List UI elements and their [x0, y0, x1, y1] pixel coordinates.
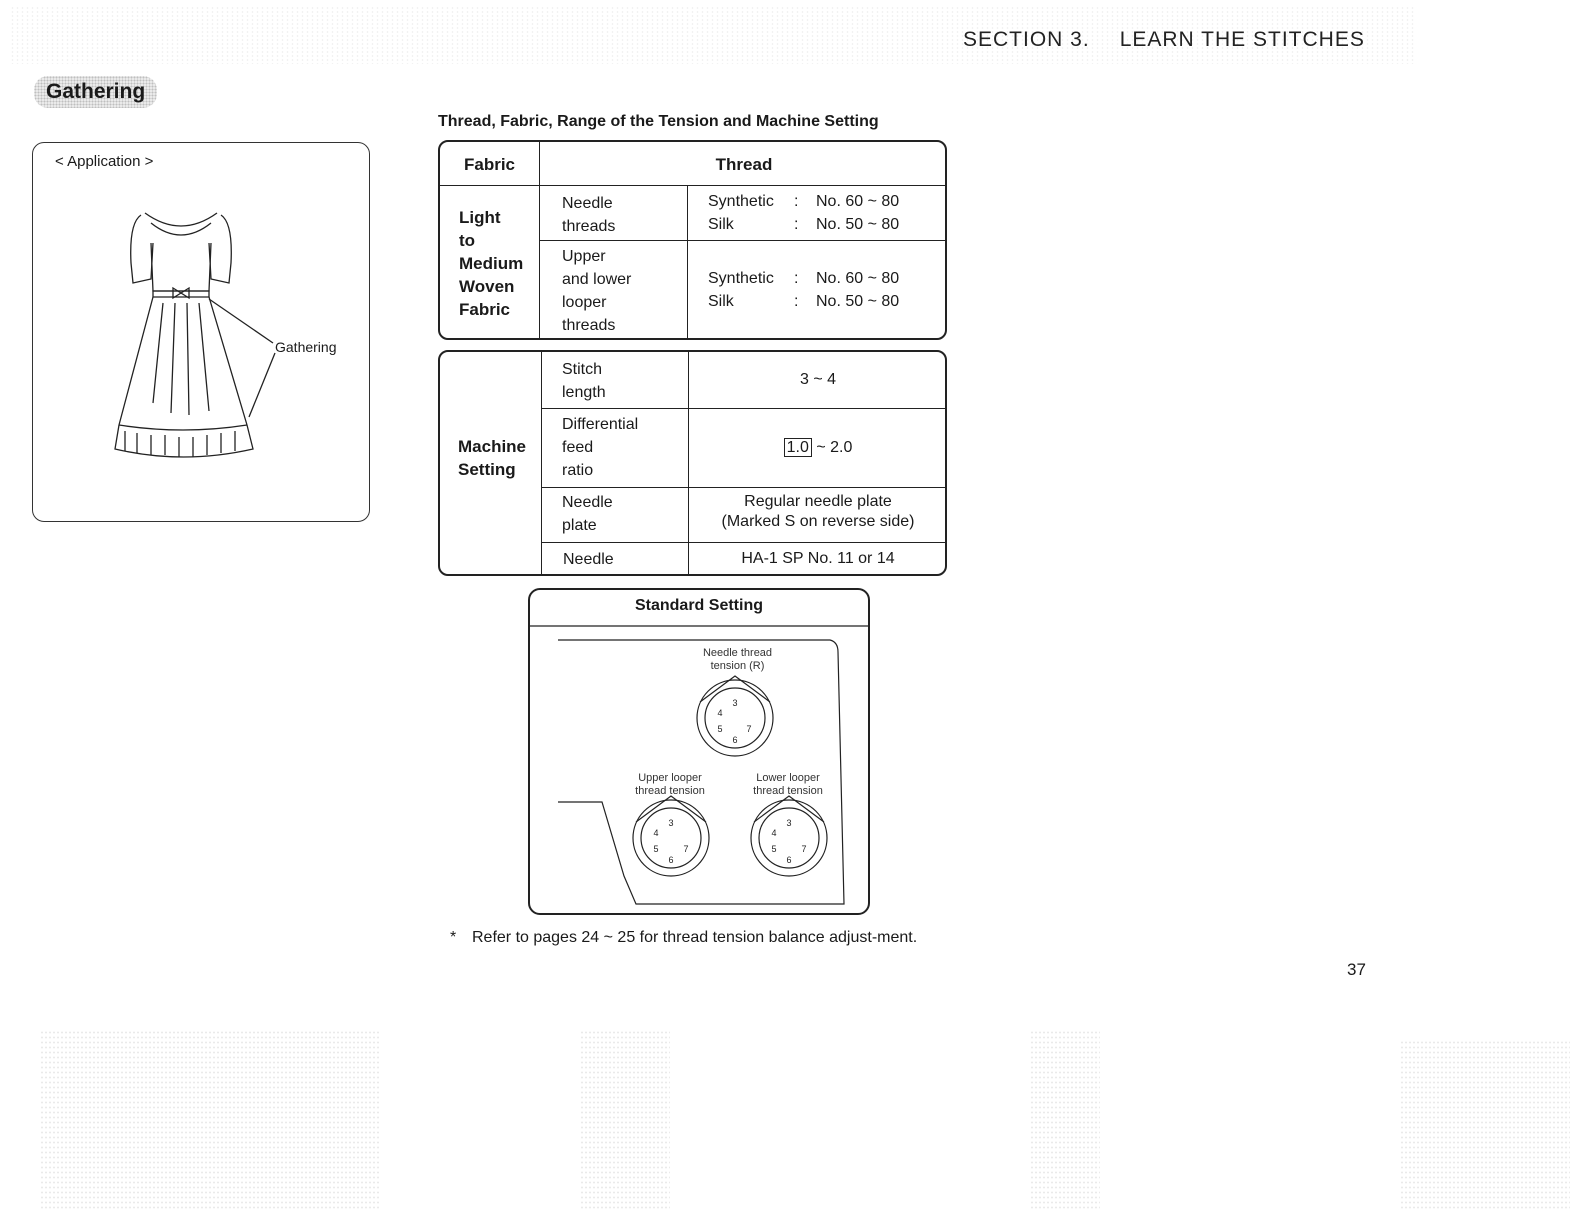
- dial-number: 4: [771, 828, 776, 838]
- scan-speckle: [1400, 1040, 1570, 1210]
- dial-number: 7: [801, 844, 806, 854]
- standard-setting-panel: Standard Setting 3 4 5 6 7 3 4: [528, 588, 870, 915]
- dial-number: 6: [668, 855, 673, 865]
- dress-illustration-icon: [114, 212, 276, 458]
- dial-number: 7: [683, 844, 688, 854]
- footnote: * Refer to pages 24 ~ 25 for thread tensi…: [450, 926, 960, 950]
- header-band: [10, 6, 1415, 64]
- needle-label: Needle: [563, 551, 614, 568]
- dial-number: 5: [717, 724, 722, 734]
- dial-number: 6: [732, 735, 737, 745]
- dial-number: 7: [746, 724, 751, 734]
- tension-dials-diagram-icon: 3 4 5 6 7 3 4 5 6 7 3 4 5 6 7: [530, 625, 868, 905]
- machine-setting-table: Machine Setting Stitch length 3 ~ 4 Diff…: [438, 350, 947, 576]
- needle-threads-label: Needle threads: [562, 195, 616, 235]
- dial-number: 4: [653, 828, 658, 838]
- section-number: SECTION 3.: [963, 28, 1090, 51]
- gathering-callout: Gathering: [275, 339, 337, 355]
- fabric-thread-table: Fabric Thread Light to Medium Woven Fabr…: [438, 140, 947, 340]
- differential-feed-label: Differential feed ratio: [562, 416, 639, 479]
- dial-number: 4: [717, 708, 722, 718]
- section-header: SECTION 3. LEARN THE STITCHES: [963, 28, 1365, 52]
- machine-setting-group: Machine Setting: [458, 437, 527, 479]
- dial-number: 3: [786, 818, 791, 828]
- standard-setting-title: Standard Setting: [634, 597, 763, 614]
- needle-plate-label: Needle plate: [562, 494, 613, 534]
- footnote-mark: *: [450, 929, 457, 946]
- dial-number: 5: [653, 844, 658, 854]
- looper-threads-label: Upper and lower looper threads: [562, 248, 632, 334]
- upper-looper-tension-label: Upper looper thread tension: [635, 772, 705, 797]
- differential-feed-value: 1.0 ~ 2.0: [688, 436, 945, 459]
- section-title: LEARN THE STITCHES: [1119, 28, 1365, 51]
- looper-threads-values: Synthetic:No. 60 ~ 80 Silk:No. 50 ~ 80: [708, 270, 900, 310]
- dial-number: 6: [786, 855, 791, 865]
- dial-number: 5: [771, 844, 776, 854]
- needle-thread-tension-label: Needle thread tension (R): [702, 647, 773, 672]
- thread-column-header: Thread: [715, 155, 773, 174]
- application-label: < Application >: [55, 153, 154, 170]
- fabric-column-header: Fabric: [463, 155, 516, 174]
- scan-speckle: [1030, 1030, 1100, 1210]
- needle-threads-values: Synthetic:No. 60 ~ 80 Silk:No. 50 ~ 80: [708, 193, 900, 233]
- dial-number: 3: [732, 698, 737, 708]
- scan-speckle: [40, 1030, 380, 1210]
- needle-plate-value: Regular needle plate (Marked S on revers…: [721, 493, 915, 530]
- footnote-text: Refer to pages 24 ~ 25 for thread tensio…: [472, 929, 918, 946]
- table-title: Thread, Fabric, Range of the Tension and…: [438, 113, 879, 130]
- stitch-length-label: Stitch length: [562, 361, 606, 401]
- lower-looper-tension-label: Lower looper thread tension: [753, 772, 823, 797]
- application-panel: < Application > Gathering: [32, 142, 370, 522]
- scan-speckle: [580, 1030, 670, 1210]
- standard-value-box: 1.0: [783, 438, 812, 457]
- needle-value: HA-1 SP No. 11 or 14: [741, 550, 895, 567]
- fabric-type: Light to Medium Woven Fabric: [459, 208, 524, 319]
- page-number: 37: [1347, 960, 1366, 979]
- stitch-length-value: 3 ~ 4: [799, 371, 837, 388]
- dial-number: 3: [668, 818, 673, 828]
- page-title: Gathering: [34, 76, 158, 108]
